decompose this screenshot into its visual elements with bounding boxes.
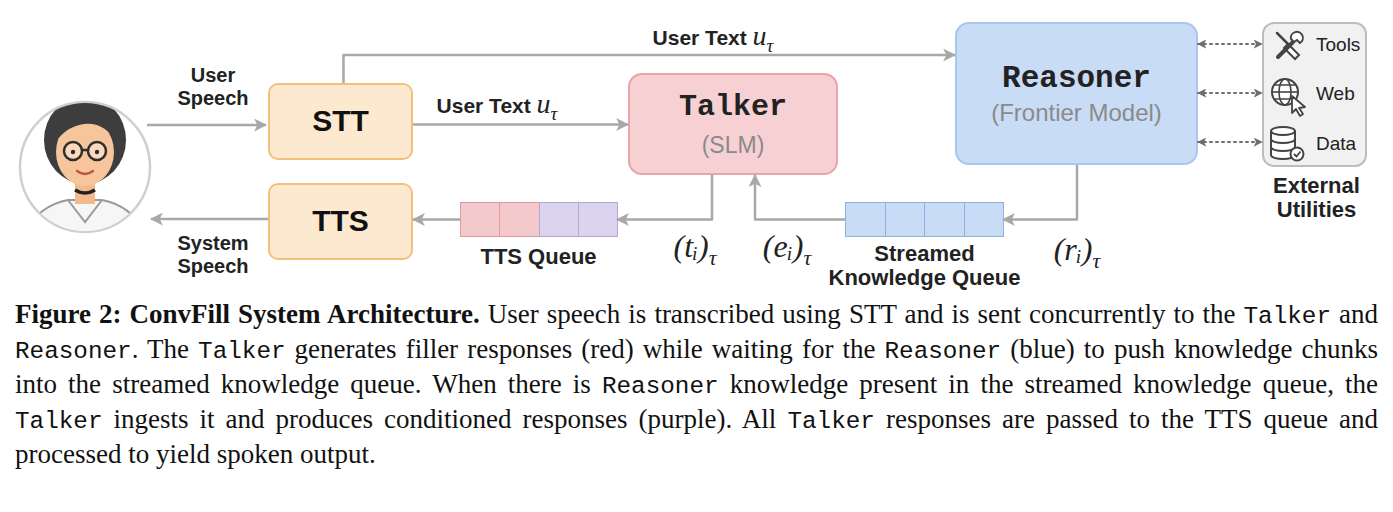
caption-text: . The: [132, 334, 198, 364]
queue-cell: [578, 202, 618, 237]
utility-link: [1198, 141, 1262, 143]
math-subscript: τ: [709, 246, 717, 270]
avatar-eye: [71, 150, 75, 154]
queue-label: TTS Queue: [440, 244, 637, 269]
diagram-stage: STT TTS TTS Queue Talker (SLM) Streamed Knowl…: [0, 0, 1393, 296]
math-symbol: (eᵢ)τ: [763, 228, 811, 264]
utility-label: Tools: [1316, 34, 1360, 56]
knowledge-queue: Streamed Knowledge Queue: [845, 202, 1003, 237]
math-base: (tᵢ): [673, 228, 708, 264]
model-type: (Frontier Model): [991, 99, 1162, 127]
utility-link: [1198, 43, 1262, 45]
user-text-arrow: [413, 123, 628, 126]
queue-cell: [460, 202, 500, 237]
avatar-eye: [95, 150, 99, 154]
caption-heading: Figure 2: ConvFill System Architecture.: [15, 299, 480, 329]
queue-label: Streamed Knowledge Queue: [822, 242, 1027, 290]
label-words: User Text: [653, 26, 753, 49]
edge-label: (rᵢ)τ: [1030, 230, 1124, 274]
avatar-neck: [75, 176, 95, 204]
queue-cell: [499, 202, 539, 237]
caption-text: and: [1331, 299, 1378, 329]
avatar-fringe: [53, 105, 118, 146]
system-speech-arrow: [151, 218, 268, 221]
math-subscript: τ: [767, 35, 774, 56]
math-symbol: (tᵢ)τ: [673, 228, 716, 264]
queue-cell: [845, 202, 886, 237]
user-speech-arrow: [147, 124, 266, 127]
queue-cell: [964, 202, 1005, 237]
queue-arrow: [413, 218, 460, 221]
caption-code: Talker: [15, 408, 102, 435]
caption-text: generates filler responses (red) while w…: [286, 334, 885, 364]
math-base: (eᵢ): [763, 228, 804, 264]
caption-text: knowledge present in the streamed knowle…: [719, 369, 1378, 399]
model-name: Reasoner: [1002, 61, 1151, 97]
math-base: u: [753, 20, 767, 51]
edge-label: (eᵢ)τ: [740, 227, 834, 271]
utility-label: Data: [1316, 133, 1356, 155]
knowledge-arrow: [1003, 165, 1077, 220]
avatar-frame: [20, 102, 150, 232]
speech-label: System Speech: [166, 232, 260, 278]
filler-arrow: [617, 175, 712, 220]
queue-cell: [924, 202, 965, 237]
avatar-choker: [75, 190, 95, 193]
box-label: STT: [312, 104, 369, 139]
model-type: (SLM): [702, 132, 765, 158]
edge-label: User Text uτ: [402, 87, 592, 126]
queue-cell: [539, 202, 579, 237]
figure-caption: Figure 2: ConvFill System Architecture. …: [15, 298, 1378, 471]
avatar-collar: [68, 200, 102, 222]
talker-box: Talker (SLM): [628, 73, 838, 175]
math-base: u: [537, 88, 551, 119]
panel-heading: External Utilities: [1244, 174, 1389, 222]
math-subscript: τ: [803, 246, 811, 270]
utility-label: Web: [1316, 83, 1355, 105]
stt-box: STT: [268, 83, 413, 160]
avatar-face: [56, 118, 114, 186]
math-base: (rᵢ): [1054, 231, 1093, 267]
box-label: TTS: [312, 204, 369, 239]
caption-code: Reasoner: [15, 338, 132, 365]
model-name: Talker: [679, 90, 787, 125]
math-subscript: τ: [1093, 249, 1101, 273]
caption-code: Reasoner: [602, 373, 719, 400]
caption-text: ingests it and produces conditioned resp…: [102, 404, 787, 434]
edge-label: User Text uτ: [618, 19, 808, 58]
tts-box: TTS: [268, 183, 413, 260]
caption-code: Reasoner: [885, 338, 1002, 365]
caption-code: Talker: [787, 408, 874, 435]
avatar-glasses: [64, 142, 82, 160]
math-subscript: τ: [551, 103, 558, 124]
utility-link: [1198, 92, 1262, 94]
caption-text: User speech is transcribed using STT and…: [480, 299, 1244, 329]
caption-code: Talker: [198, 338, 285, 365]
tts-queue: TTS Queue: [460, 202, 617, 237]
avatar-glasses: [88, 142, 106, 160]
avatar-mouth: [77, 171, 93, 174]
math-symbol: uτ: [537, 88, 558, 119]
math-symbol: uτ: [753, 20, 774, 51]
queue-cell: [885, 202, 926, 237]
edge-label: (tᵢ)τ: [648, 227, 742, 271]
reasoner-box: Reasoner(Frontier Model): [955, 22, 1198, 165]
avatar-hair: [44, 96, 126, 184]
avatar-glasses-bridge: [82, 149, 88, 152]
user-avatar: [20, 96, 150, 250]
speech-label: User Speech: [166, 64, 260, 110]
avatar-shirt: [22, 200, 148, 250]
caption-code: Talker: [1244, 303, 1331, 330]
knowledge-arrow: [755, 175, 845, 220]
label-words: User Text: [437, 94, 537, 117]
utilities-panel: ToolsWebDataExternal Utilities: [1262, 22, 1367, 167]
math-symbol: (rᵢ)τ: [1054, 231, 1101, 267]
